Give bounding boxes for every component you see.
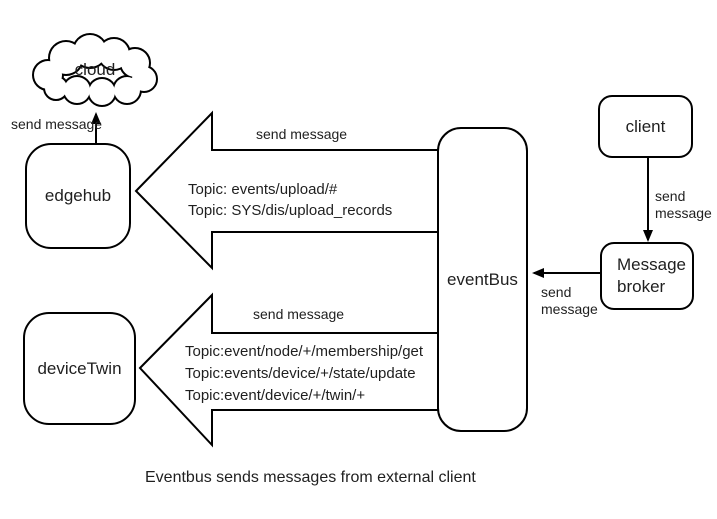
topic-line: Topic:event/device/+/twin/+: [185, 387, 366, 404]
edgehub-node: edgehub: [25, 143, 131, 249]
topic-line: Topic: events/upload/#: [188, 181, 338, 198]
message-broker-label: Message broker: [617, 255, 686, 296]
client-to-broker-label: send message: [655, 188, 712, 221]
cloud-label: cloud: [74, 60, 116, 79]
client-node: client: [598, 95, 693, 158]
message-broker-node: Message broker: [600, 242, 694, 310]
eventbus-node: eventBus: [437, 127, 528, 432]
bottom-arrow-label: send message: [253, 306, 345, 322]
top-arrow-topics: Topic: events/upload/# Topic: SYS/dis/up…: [188, 179, 392, 221]
client-label: client: [625, 116, 666, 136]
devicetwin-node: deviceTwin: [23, 312, 136, 425]
broker-to-eventbus-label: send message: [541, 284, 598, 317]
edgehub-label: edgehub: [44, 186, 112, 205]
eventbus-label: eventBus: [447, 269, 518, 289]
edgehub-to-cloud-label: send message: [11, 116, 103, 132]
bottom-arrow-topics: Topic:event/node/+/membership/get Topic:…: [185, 341, 423, 407]
cloud-node: cloud: [32, 33, 158, 107]
devicetwin-label: deviceTwin: [37, 358, 122, 378]
diagram-caption: Eventbus sends messages from external cl…: [145, 469, 476, 486]
top-arrow-label: send message: [256, 126, 348, 142]
topic-line: Topic:event/node/+/membership/get: [185, 343, 424, 360]
topic-line: Topic:events/device/+/state/update: [185, 365, 416, 382]
topic-line: Topic: SYS/dis/upload_records: [188, 202, 393, 219]
